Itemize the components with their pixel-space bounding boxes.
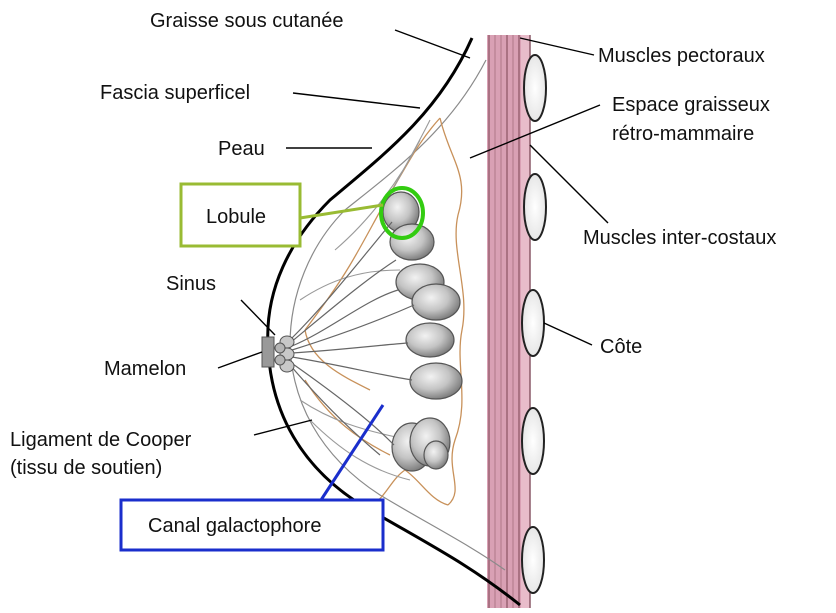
label-muscles-pectoraux: Muscles pectoraux: [598, 45, 765, 67]
label-lobule: Lobule: [206, 206, 266, 228]
label-tissu-de-soutien: (tissu de soutien): [10, 457, 162, 479]
label-muscles-inter-costaux: Muscles inter-costaux: [583, 227, 776, 249]
label-mamelon: Mamelon: [104, 358, 186, 380]
label-espace-graisseux: Espace graisseux: [612, 94, 770, 116]
label-retro-mammaire: rétro-mammaire: [612, 123, 754, 145]
milk-ducts: [290, 222, 414, 455]
canal-connector: [321, 405, 383, 500]
label-ligament-de-cooper: Ligament de Cooper: [10, 429, 192, 451]
label-canal-galactophore: Canal galactophore: [148, 515, 321, 537]
label-sinus: Sinus: [166, 273, 216, 295]
lobule-connector: [300, 205, 383, 218]
lobules: [383, 192, 462, 471]
superficial-fascia: [290, 60, 505, 570]
label-graisse-sous-cutanee: Graisse sous cutanée: [150, 10, 343, 32]
label-cote: Côte: [600, 336, 642, 358]
label-peau: Peau: [218, 138, 265, 160]
label-fascia-superficel: Fascia superficel: [100, 82, 250, 104]
nipple: [262, 336, 294, 372]
